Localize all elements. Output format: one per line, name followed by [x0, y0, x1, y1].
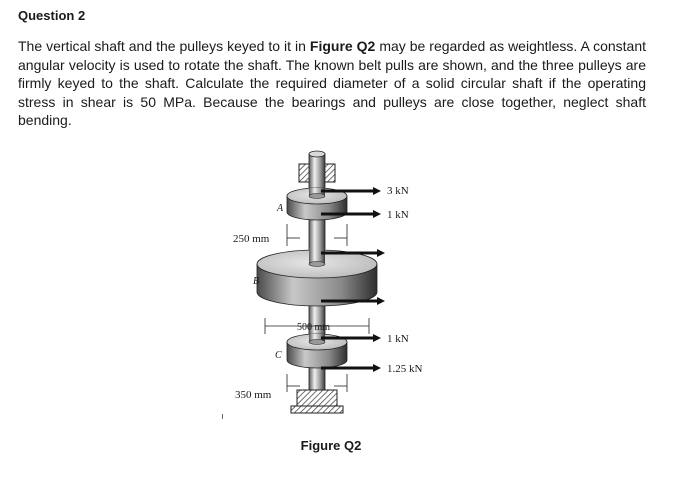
pulley-b: [256, 248, 378, 307]
question-text: The vertical shaft and the pulleys keyed…: [18, 37, 646, 130]
dimension-lines: [264, 224, 370, 392]
belt-arrows: [321, 187, 385, 372]
bottom-bearing: [290, 389, 344, 414]
label-pulley-c: C: [275, 350, 282, 361]
label-dim-250: 250 mm: [233, 233, 270, 245]
question-text-part-2: may be regarded as weightless. A constan…: [18, 38, 646, 129]
figure-caption-text: Figure Q2: [300, 438, 362, 453]
figure-reference: Figure Q2: [309, 38, 376, 54]
label-pulley-a: A: [276, 203, 284, 214]
page-mark: [222, 414, 223, 419]
label-force-c-top: 1 kN: [387, 333, 409, 345]
label-dim-350: 350 mm: [235, 389, 272, 401]
question-text-part-1: The vertical shaft and the pulleys keyed…: [18, 38, 310, 54]
figure-caption: Figure Q2: [0, 438, 674, 453]
label-pulley-b: B: [253, 276, 259, 287]
label-force-a-top: 3 kN: [387, 185, 409, 197]
question-heading: Question 2: [18, 8, 86, 23]
label-dim-500: 500 mm: [297, 322, 330, 333]
label-force-a-bottom: 1 kN: [387, 209, 409, 221]
shaft-pulley-figure: A B C 250 mm 500 mm 350 mm 3 kN 1 kN 1 k…: [233, 150, 423, 414]
label-force-c-bottom: 1.25 kN: [387, 363, 423, 375]
